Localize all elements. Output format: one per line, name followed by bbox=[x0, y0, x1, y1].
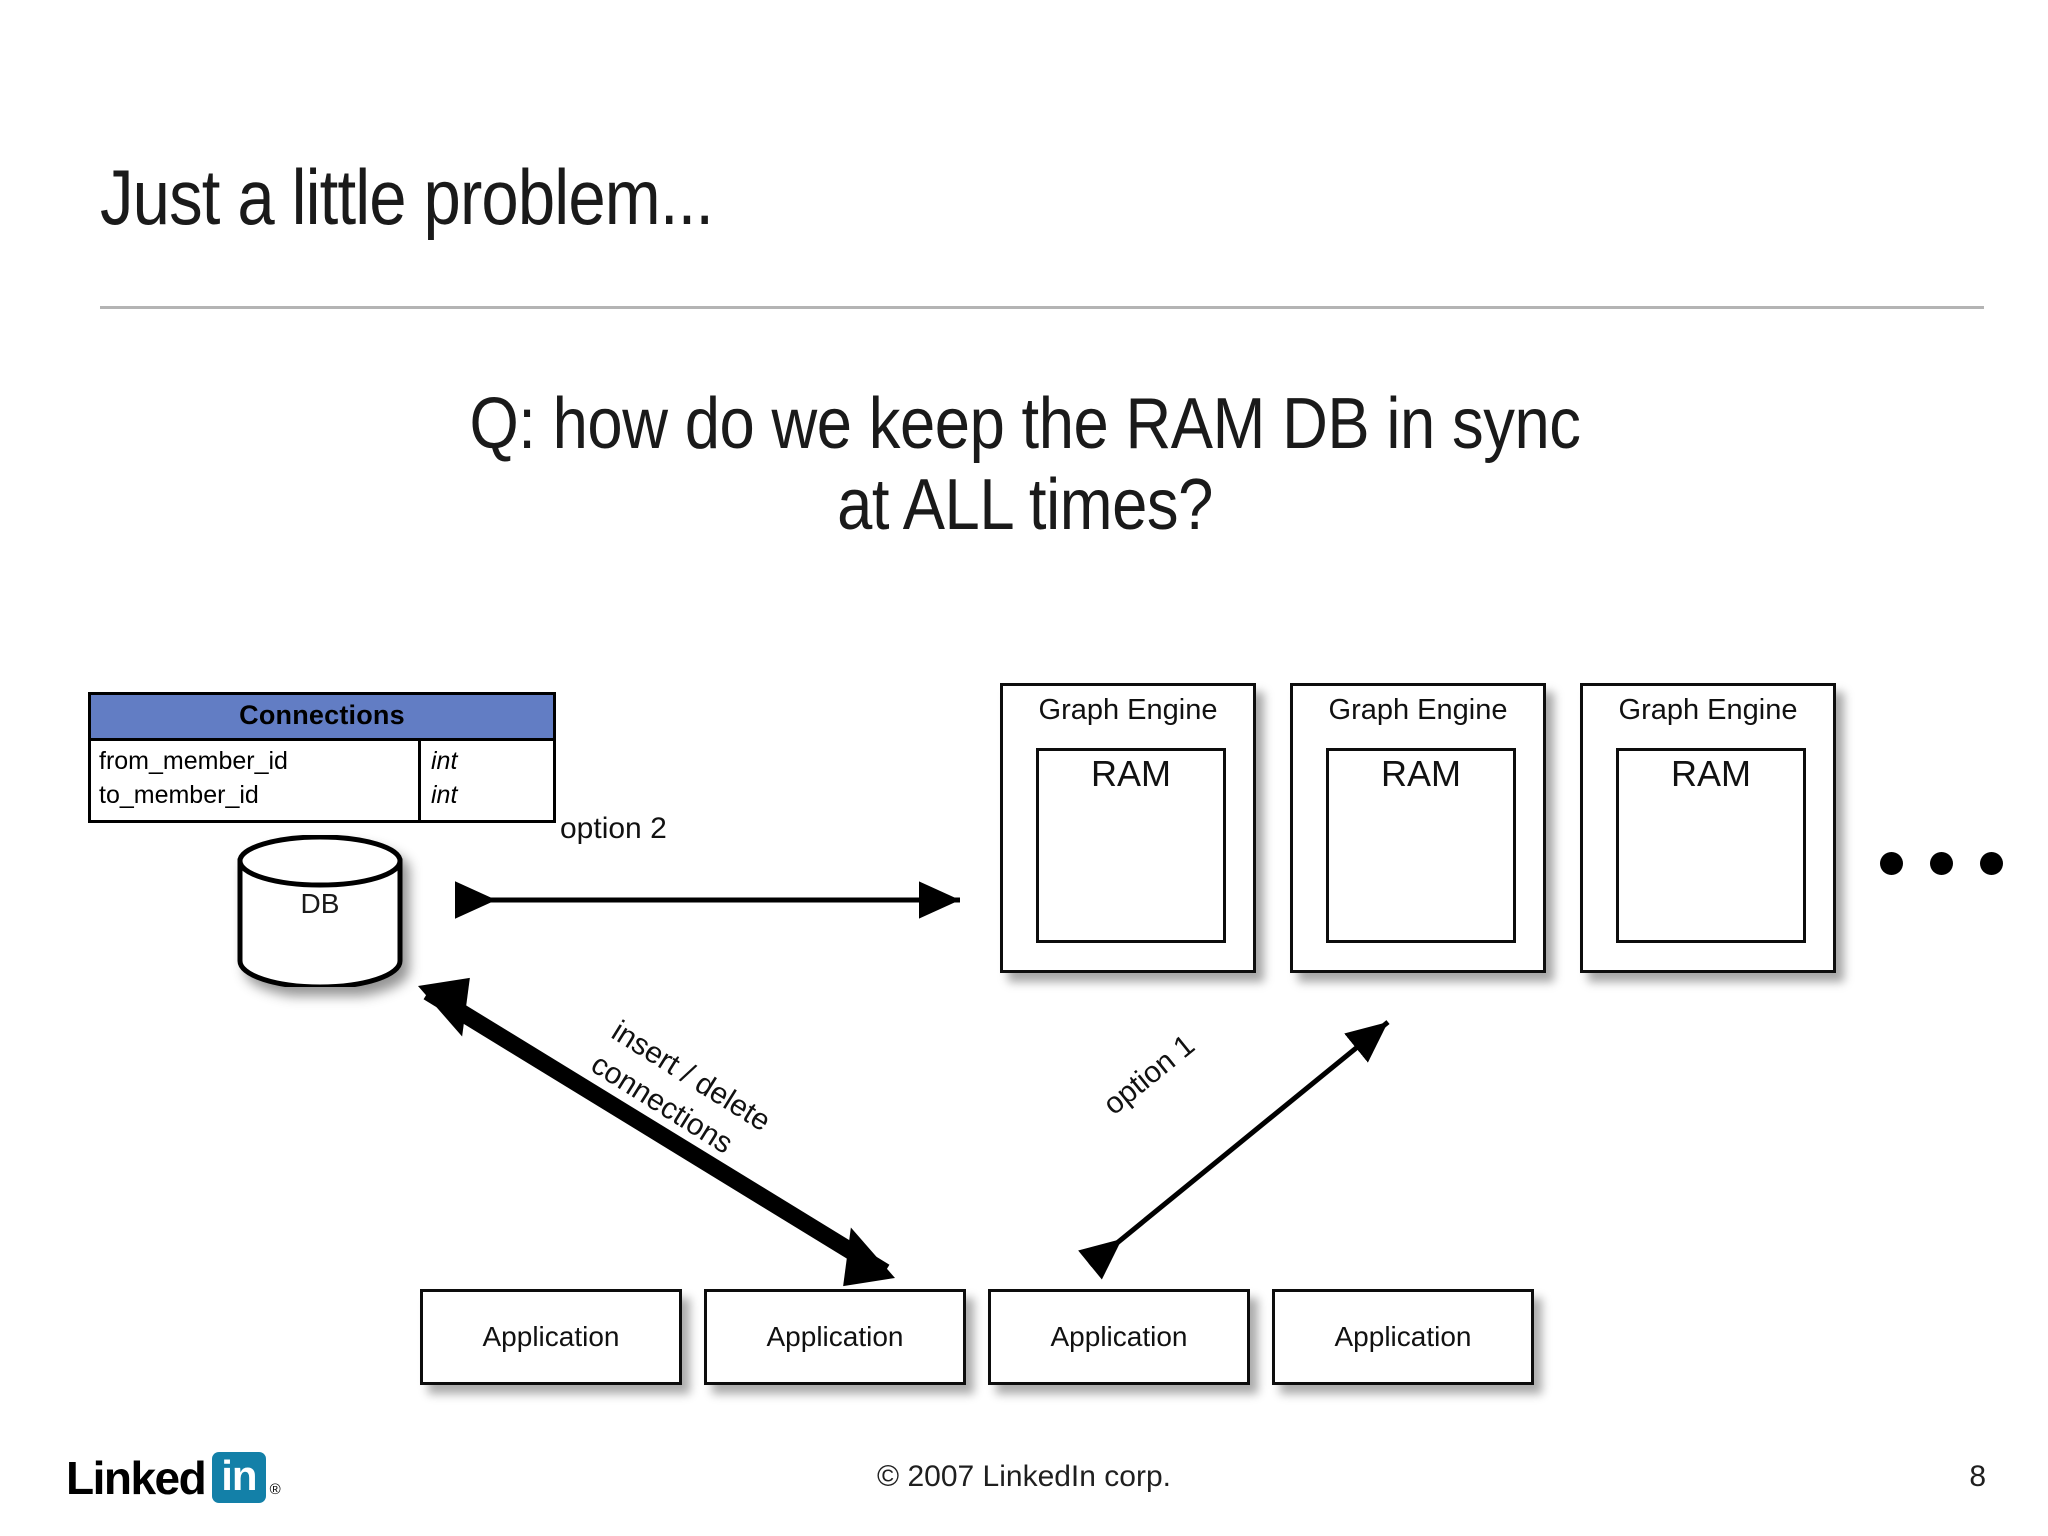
ellipsis-dot bbox=[1880, 852, 1903, 875]
table-row: from_member_id bbox=[99, 747, 288, 775]
copyright-text: © 2007 LinkedIn corp. bbox=[877, 1460, 1171, 1493]
ellipsis-dot bbox=[1930, 852, 1953, 875]
graph-engine-title: Graph Engine bbox=[1328, 694, 1508, 726]
graph-engine-box-3: Graph Engine RAM bbox=[1580, 683, 1836, 973]
arrow-label-option2: option 2 bbox=[560, 812, 667, 845]
ram-box: RAM bbox=[1036, 748, 1226, 943]
arrow-option1 bbox=[1078, 1020, 1390, 1280]
registered-mark-icon: ® bbox=[269, 1481, 281, 1499]
graph-engine-title: Graph Engine bbox=[1038, 694, 1218, 726]
logo-in-badge: in bbox=[212, 1452, 266, 1504]
connections-field-column: from_member_id to_member_id bbox=[91, 741, 421, 820]
connections-table-header: Connections bbox=[91, 695, 553, 741]
question-text: Q: how do we keep the RAM DB in sync at … bbox=[160, 384, 1890, 545]
database-cylinder-icon bbox=[237, 835, 403, 987]
ram-box: RAM bbox=[1616, 748, 1806, 943]
graph-engine-title: Graph Engine bbox=[1618, 694, 1798, 726]
application-box-4: Application bbox=[1272, 1289, 1534, 1385]
ram-box: RAM bbox=[1326, 748, 1516, 943]
arrow-insert-delete bbox=[418, 977, 895, 1287]
ellipsis-icon bbox=[1880, 852, 2003, 875]
ram-label: RAM bbox=[1091, 753, 1171, 794]
logo-wordmark: Linked bbox=[66, 1451, 207, 1504]
question-line-2: at ALL times? bbox=[837, 464, 1213, 545]
database-label: DB bbox=[300, 888, 340, 919]
ellipsis-dot bbox=[1980, 852, 2003, 875]
graph-engine-box-2: Graph Engine RAM bbox=[1290, 683, 1546, 973]
arrow-label-insert-delete: insert / delete connections bbox=[584, 1012, 778, 1174]
application-box-3: Application bbox=[988, 1289, 1250, 1385]
title-divider bbox=[100, 306, 1984, 309]
table-row: int bbox=[431, 780, 458, 809]
linkedin-logo: Linked in ® bbox=[66, 1451, 281, 1504]
ram-label: RAM bbox=[1381, 753, 1461, 794]
application-box-1: Application bbox=[420, 1289, 682, 1385]
arrow-label-option1: option 1 bbox=[1097, 1028, 1202, 1122]
application-box-2: Application bbox=[704, 1289, 966, 1385]
page-title: Just a little problem... bbox=[100, 153, 714, 241]
graph-engine-box-1: Graph Engine RAM bbox=[1000, 683, 1256, 973]
page-number: 8 bbox=[1969, 1460, 1986, 1493]
question-line-1: Q: how do we keep the RAM DB in sync bbox=[469, 384, 1581, 464]
connections-table: Connections from_member_id to_member_id … bbox=[88, 692, 556, 823]
table-row: int bbox=[431, 747, 458, 775]
connections-table-body: from_member_id to_member_id int int bbox=[91, 741, 553, 820]
ram-label: RAM bbox=[1671, 753, 1751, 794]
table-row: to_member_id bbox=[99, 780, 259, 809]
connections-type-column: int int bbox=[421, 741, 553, 820]
